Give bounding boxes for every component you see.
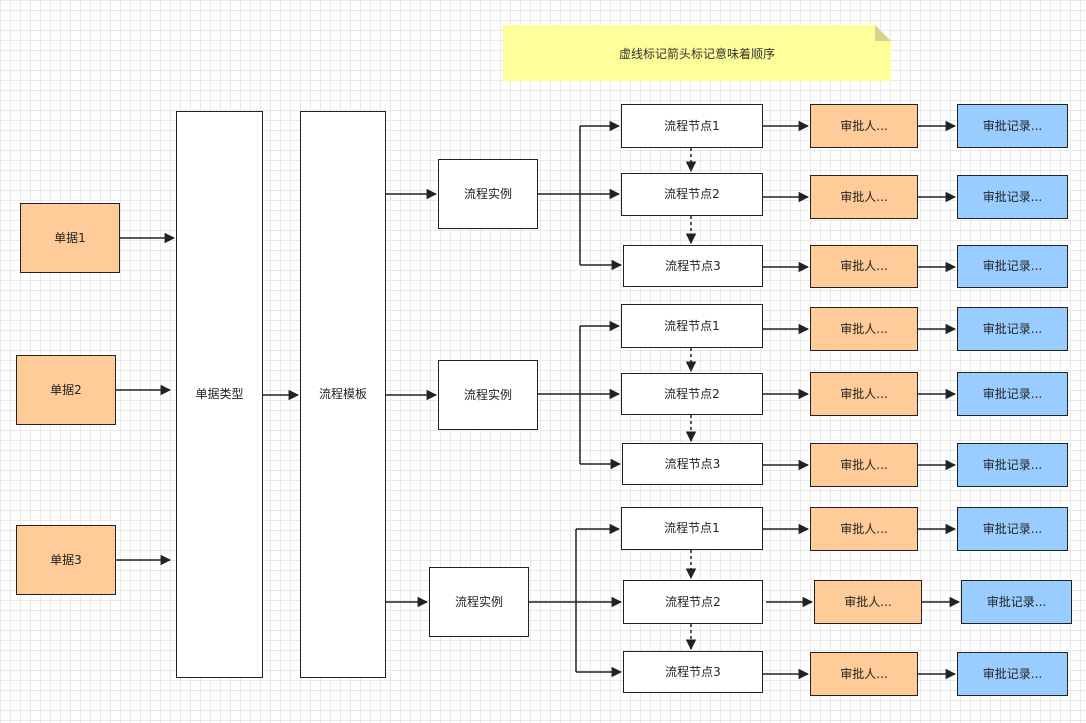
process-node-g3-1[interactable]: 流程节点1 bbox=[621, 507, 763, 550]
approver-label: 审批人... bbox=[840, 321, 888, 336]
approver-box[interactable]: 审批人... bbox=[810, 307, 918, 351]
approver-box[interactable]: 审批人... bbox=[810, 245, 918, 288]
approver-box[interactable]: 审批人... bbox=[810, 104, 918, 148]
process-template-box[interactable]: 流程模板 bbox=[300, 111, 386, 678]
document-type-box[interactable]: 单据类型 bbox=[176, 111, 263, 678]
process-node-label: 流程节点1 bbox=[664, 521, 720, 536]
approval-record-box[interactable]: 审批记录... bbox=[961, 580, 1072, 624]
approval-record-label: 审批记录... bbox=[982, 189, 1043, 204]
process-node-g3-2[interactable]: 流程节点2 bbox=[623, 580, 763, 624]
approval-record-label: 审批记录... bbox=[982, 521, 1043, 536]
approver-label: 审批人... bbox=[840, 521, 888, 536]
document-type-label: 单据类型 bbox=[195, 387, 244, 402]
document-label: 单据1 bbox=[54, 230, 86, 245]
process-node-g2-1[interactable]: 流程节点1 bbox=[621, 304, 763, 348]
approver-box[interactable]: 审批人... bbox=[810, 175, 918, 219]
process-node-label: 流程节点3 bbox=[665, 258, 721, 273]
approver-label: 审批人... bbox=[840, 118, 888, 133]
approval-record-box[interactable]: 审批记录... bbox=[957, 245, 1068, 288]
approval-record-label: 审批记录... bbox=[982, 321, 1043, 336]
process-node-label: 流程节点3 bbox=[665, 664, 721, 679]
process-instance-label: 流程实例 bbox=[454, 594, 503, 609]
process-template-label: 流程模板 bbox=[318, 387, 367, 402]
approver-box[interactable]: 审批人... bbox=[810, 443, 918, 487]
process-node-g1-1[interactable]: 流程节点1 bbox=[621, 104, 763, 148]
approver-box[interactable]: 审批人... bbox=[810, 652, 918, 696]
approval-record-box[interactable]: 审批记录... bbox=[957, 652, 1068, 696]
process-node-g3-3[interactable]: 流程节点3 bbox=[623, 651, 763, 693]
note-text: 虚线标记箭头标记意味着顺序 bbox=[618, 46, 775, 61]
approval-record-box[interactable]: 审批记录... bbox=[957, 507, 1068, 551]
approval-record-label: 审批记录... bbox=[982, 118, 1043, 133]
approver-label: 审批人... bbox=[840, 666, 888, 681]
process-node-g2-2[interactable]: 流程节点2 bbox=[621, 373, 763, 415]
approval-record-label: 审批记录... bbox=[982, 666, 1043, 681]
process-instance-box-3[interactable]: 流程实例 bbox=[429, 567, 529, 637]
approver-label: 审批人... bbox=[840, 457, 888, 472]
approver-label: 审批人... bbox=[844, 594, 892, 609]
approval-record-label: 审批记录... bbox=[982, 386, 1043, 401]
process-instance-label: 流程实例 bbox=[463, 186, 512, 201]
process-node-label: 流程节点1 bbox=[664, 318, 720, 333]
process-node-label: 流程节点2 bbox=[664, 386, 720, 401]
approval-record-box[interactable]: 审批记录... bbox=[957, 443, 1068, 487]
approval-record-box[interactable]: 审批记录... bbox=[957, 372, 1068, 416]
approver-label: 审批人... bbox=[840, 386, 888, 401]
document-box-2[interactable]: 单据2 bbox=[16, 355, 116, 425]
approval-record-label: 审批记录... bbox=[986, 594, 1047, 609]
document-box-3[interactable]: 单据3 bbox=[16, 525, 116, 595]
process-node-label: 流程节点1 bbox=[664, 118, 720, 133]
process-instance-box-1[interactable]: 流程实例 bbox=[438, 159, 538, 229]
approver-label: 审批人... bbox=[840, 189, 888, 204]
process-instance-box-2[interactable]: 流程实例 bbox=[438, 360, 538, 430]
sticky-note[interactable]: 虚线标记箭头标记意味着顺序 bbox=[503, 25, 891, 81]
document-box-1[interactable]: 单据1 bbox=[20, 203, 120, 273]
approval-record-box[interactable]: 审批记录... bbox=[957, 307, 1068, 351]
approver-label: 审批人... bbox=[840, 259, 888, 274]
approval-record-label: 审批记录... bbox=[982, 457, 1043, 472]
process-node-g1-2[interactable]: 流程节点2 bbox=[621, 173, 763, 216]
approval-record-box[interactable]: 审批记录... bbox=[957, 104, 1068, 148]
approver-box[interactable]: 审批人... bbox=[814, 580, 922, 624]
document-label: 单据2 bbox=[50, 382, 82, 397]
process-node-label: 流程节点3 bbox=[664, 456, 721, 471]
approval-record-box[interactable]: 审批记录... bbox=[957, 175, 1068, 219]
process-instance-label: 流程实例 bbox=[463, 387, 512, 402]
process-node-label: 流程节点2 bbox=[664, 187, 720, 202]
document-label: 单据3 bbox=[50, 552, 82, 567]
process-node-g2-3[interactable]: 流程节点3 bbox=[622, 443, 763, 485]
process-node-label: 流程节点2 bbox=[665, 594, 721, 609]
approver-box[interactable]: 审批人... bbox=[810, 507, 918, 551]
approval-record-label: 审批记录... bbox=[982, 259, 1043, 274]
process-node-g1-3[interactable]: 流程节点3 bbox=[623, 245, 763, 287]
approver-box[interactable]: 审批人... bbox=[810, 372, 918, 416]
